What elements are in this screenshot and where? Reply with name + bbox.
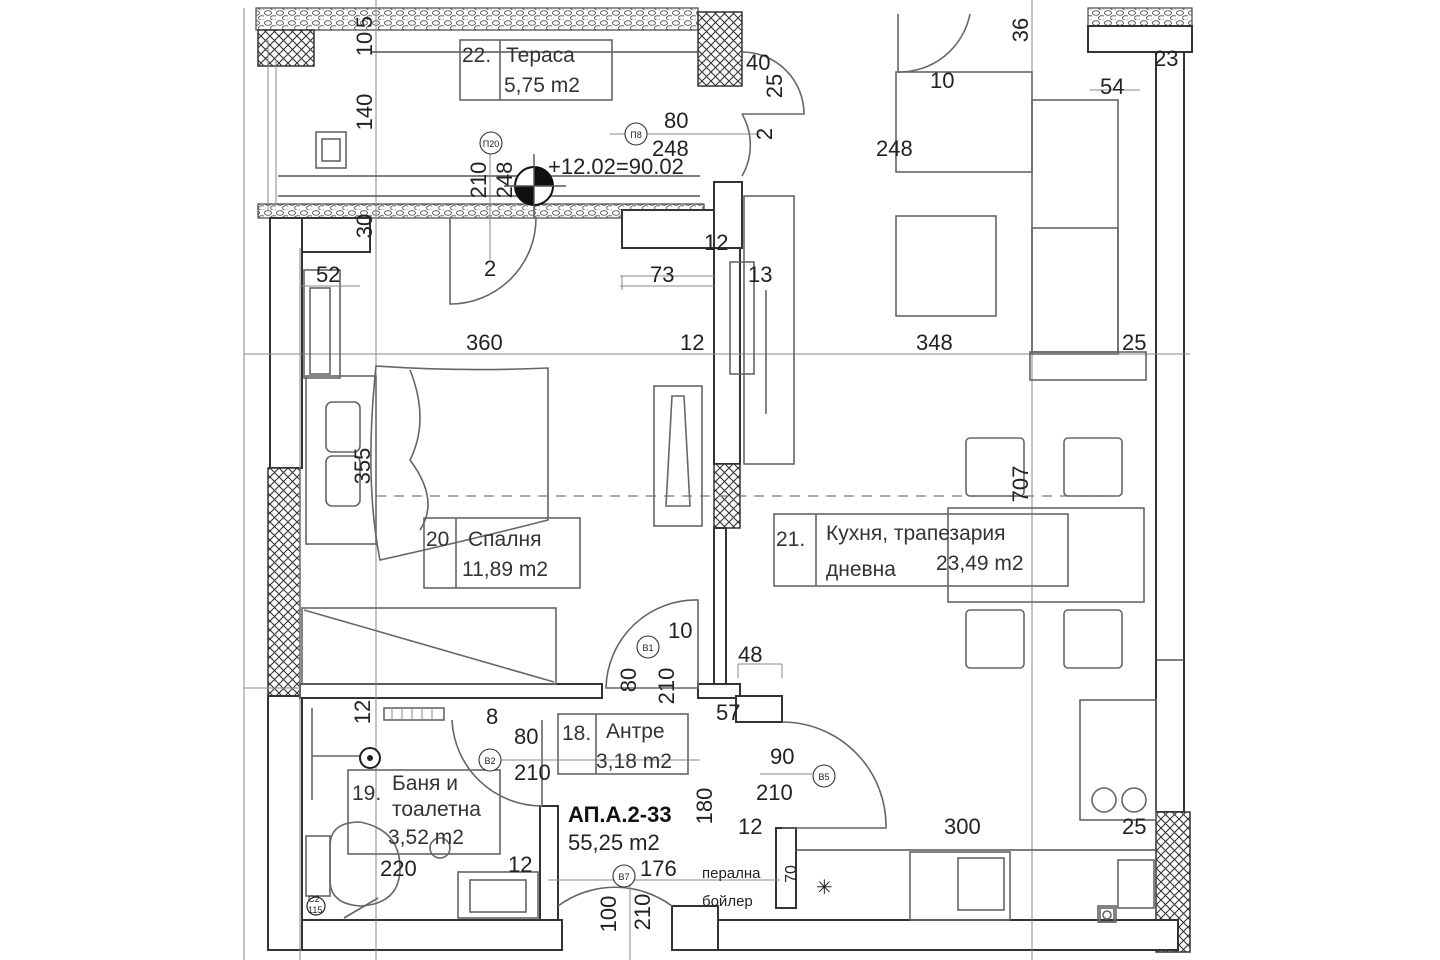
- door-tag-p8: П8: [624, 122, 648, 146]
- svg-text:48: 48: [738, 642, 762, 667]
- svg-text:10: 10: [668, 618, 692, 643]
- svg-text:13: 13: [748, 262, 772, 287]
- level-mark: +12.02=90.02: [548, 154, 684, 179]
- bedroom-area: 11,89 m2: [462, 558, 548, 581]
- terrace-name: Тераса: [506, 44, 575, 67]
- c2-size-label: 115: [308, 905, 322, 915]
- bedroom-number: 20: [426, 528, 449, 551]
- bath-furniture: [305, 707, 539, 919]
- room-labels: 22. Тераса 5,75 m2 20 Спалня 11,89 m2 21…: [308, 44, 1024, 915]
- bath-number: 19.: [352, 782, 381, 805]
- svg-text:П20: П20: [483, 139, 499, 149]
- svg-text:В1: В1: [642, 643, 653, 653]
- living-furniture: [729, 71, 1184, 923]
- dimension-lines: [300, 89, 1140, 960]
- bedroom-name: Спалня: [468, 528, 541, 551]
- svg-text:12: 12: [508, 852, 532, 877]
- svg-text:30: 30: [352, 214, 377, 238]
- svg-text:348: 348: [916, 330, 953, 355]
- svg-text:210: 210: [514, 760, 551, 785]
- bath-name-line2: тоалетна: [392, 798, 481, 821]
- svg-text:12: 12: [680, 330, 704, 355]
- svg-text:25: 25: [1122, 814, 1146, 839]
- svg-text:248: 248: [492, 162, 517, 199]
- c2-label: С2: [308, 894, 320, 904]
- svg-text:707: 707: [1008, 466, 1033, 503]
- svg-text:П8: П8: [630, 130, 641, 140]
- door-tag-b7: В7: [612, 864, 636, 888]
- svg-text:12: 12: [704, 230, 728, 255]
- svg-text:12: 12: [350, 700, 375, 724]
- hall-area: 3,18 m2: [596, 750, 672, 773]
- svg-text:12: 12: [738, 814, 762, 839]
- svg-text:210: 210: [630, 894, 655, 931]
- svg-text:10: 10: [352, 32, 377, 56]
- svg-text:10: 10: [930, 68, 954, 93]
- hall-number: 18.: [562, 722, 591, 745]
- washer-label: перална: [702, 865, 761, 882]
- dimension-numbers: 5 10 140 30 210 248 80 248 2 2 40 25 36 …: [316, 16, 1178, 932]
- walls: [255, 7, 1193, 953]
- asterisk-icon: ✳: [816, 877, 833, 899]
- door-tag-b1: В1: [636, 635, 660, 659]
- svg-text:2: 2: [752, 128, 777, 140]
- svg-text:360: 360: [466, 330, 503, 355]
- svg-text:100: 100: [596, 896, 621, 933]
- door-tags: П20 П8 В1 В2 В5 В7: [478, 122, 836, 888]
- svg-text:220: 220: [380, 856, 417, 881]
- svg-text:В2: В2: [484, 756, 495, 766]
- living-name-line1: Кухня, трапезария: [826, 522, 1006, 545]
- apartment-area: 55,25 m2: [568, 830, 660, 855]
- svg-text:8: 8: [486, 704, 498, 729]
- svg-text:80: 80: [664, 108, 688, 133]
- svg-text:210: 210: [466, 162, 491, 199]
- svg-text:300: 300: [944, 814, 981, 839]
- misc-symbols: ✳: [816, 877, 1115, 923]
- doors: [449, 13, 971, 907]
- door-tag-b2: В2: [478, 748, 502, 772]
- svg-text:40: 40: [746, 50, 770, 75]
- svg-text:248: 248: [876, 136, 913, 161]
- bath-name-line1: Баня и: [392, 772, 458, 795]
- living-name-line2: дневна: [826, 558, 896, 581]
- svg-text:248: 248: [652, 136, 689, 161]
- terrace-number: 22.: [462, 44, 491, 67]
- door-tag-p20: П20: [479, 131, 503, 155]
- svg-text:52: 52: [316, 262, 340, 287]
- terrace-area-label: 5,75 m2: [504, 74, 580, 97]
- svg-text:54: 54: [1100, 74, 1124, 99]
- svg-text:57: 57: [716, 700, 740, 725]
- svg-text:В7: В7: [618, 872, 629, 882]
- bedroom-furniture: [301, 269, 703, 685]
- svg-text:23: 23: [1154, 46, 1178, 71]
- svg-text:176: 176: [640, 856, 677, 881]
- svg-text:210: 210: [654, 668, 679, 705]
- svg-text:70: 70: [783, 865, 800, 883]
- svg-text:25: 25: [762, 74, 787, 98]
- svg-text:355: 355: [350, 448, 375, 485]
- door-tag-b5: В5: [812, 764, 836, 788]
- svg-text:80: 80: [616, 668, 641, 692]
- hall-name: Антре: [606, 720, 665, 743]
- svg-text:В5: В5: [818, 772, 829, 782]
- bath-area: 3,52 m2: [388, 826, 464, 849]
- svg-text:73: 73: [650, 262, 674, 287]
- svg-text:90: 90: [770, 744, 794, 769]
- apartment-name: АП.А.2-33: [568, 802, 672, 827]
- svg-text:210: 210: [756, 780, 793, 805]
- svg-text:25: 25: [1122, 330, 1146, 355]
- svg-text:80: 80: [514, 724, 538, 749]
- svg-text:140: 140: [352, 94, 377, 131]
- svg-text:2: 2: [484, 256, 496, 281]
- boiler-label: бойлер: [702, 893, 753, 910]
- svg-text:36: 36: [1008, 18, 1033, 42]
- terrace-area: [278, 39, 700, 218]
- living-area: 23,49 m2: [936, 552, 1024, 575]
- svg-text:180: 180: [692, 788, 717, 825]
- living-number: 21.: [776, 528, 805, 551]
- svg-text:5: 5: [352, 16, 377, 28]
